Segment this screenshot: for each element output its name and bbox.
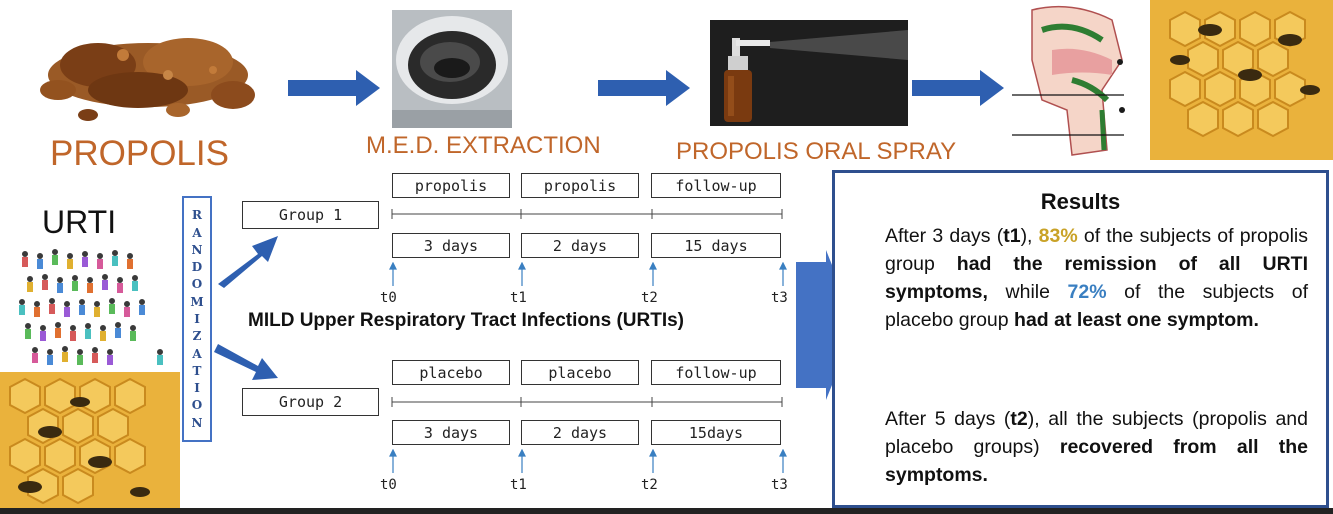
arrow-propolis-to-extraction [288,70,380,106]
results-title: Results [1040,189,1121,214]
group1-timeline-line [391,209,783,219]
randomization-letter: D [191,260,203,275]
group1-duration-3: 15 days [651,233,781,258]
group1-duration-1: 3 days [392,233,510,258]
pct-83: 83% [1038,225,1078,247]
arrow-to-group2 [214,344,278,380]
results-panel: Results After 3 days (t1), 83% of the su… [832,170,1329,508]
group1-phase-2: propolis [521,173,639,198]
arrow-to-group1 [218,236,278,288]
randomization-letter: M [190,294,204,309]
randomization-letter: O [191,277,203,292]
propolis-label: PROPOLIS [50,134,229,173]
bottom-border [0,508,1333,514]
group1-duration-2: 2 days [521,233,639,258]
group1-phase-3: follow-up [651,173,781,198]
urti-label: URTI [42,204,117,240]
group2-timeline-line [391,397,783,407]
group2-duration-1: 3 days [392,420,510,445]
group2-phase-2: placebo [521,360,639,385]
group2-phase-1: placebo [392,360,510,385]
randomization-letter: T [192,363,202,378]
group2-t3: t3 [771,477,788,493]
group2-t0: t0 [380,477,397,493]
group1-t0: t0 [380,290,397,306]
results-paragraph-2: After 5 days (t2), all the subjects (pro… [885,408,1308,486]
honeycomb-bees-image-top [1150,0,1333,160]
group2-duration-2: 2 days [521,420,639,445]
randomization-letter: N [191,242,203,257]
results-paragraph-1: After 3 days (t1), 83% of the subjects o… [885,225,1308,331]
group1-label: Group 1 [242,201,379,229]
crowd-image [10,244,170,374]
randomization-letter: R [192,208,202,223]
randomization-letter: O [191,398,203,413]
oral-spray-image [710,20,908,126]
group2-t1: t1 [510,477,527,493]
group1-t2: t2 [641,290,658,306]
group2-time-arrows [389,449,787,473]
randomization-letter: N [191,415,203,430]
group1-t1: t1 [510,290,527,306]
pct-72: 72% [1067,281,1107,303]
throat-anatomy-image [1012,0,1152,160]
extraction-label: M.E.D. EXTRACTION [366,132,601,159]
randomization-letter: Z [192,329,202,344]
middle-title: MILD Upper Respiratory Tract Infections … [248,310,685,331]
honeycomb-bees-image-bottom [0,372,180,514]
group1-phase-1: propolis [392,173,510,198]
extraction-image [392,10,512,128]
group2-label: Group 2 [242,388,379,416]
group2-t2: t2 [641,477,658,493]
group2-duration-3: 15days [651,420,781,445]
oral-spray-label: PROPOLIS ORAL SPRAY [676,138,957,165]
randomization-letter: I [194,311,200,326]
group1-time-arrows [389,262,787,286]
randomization-letter: A [192,225,202,240]
group1-t3: t3 [771,290,788,306]
randomization-box: R A N D O M I Z A T I O N [182,196,212,442]
randomization-letter: I [194,381,200,396]
randomization-letter: A [192,346,202,361]
arrow-spray-to-throat [912,70,1004,106]
group2-phase-3: follow-up [651,360,781,385]
arrow-extraction-to-spray [598,70,690,106]
propolis-image [28,20,268,130]
